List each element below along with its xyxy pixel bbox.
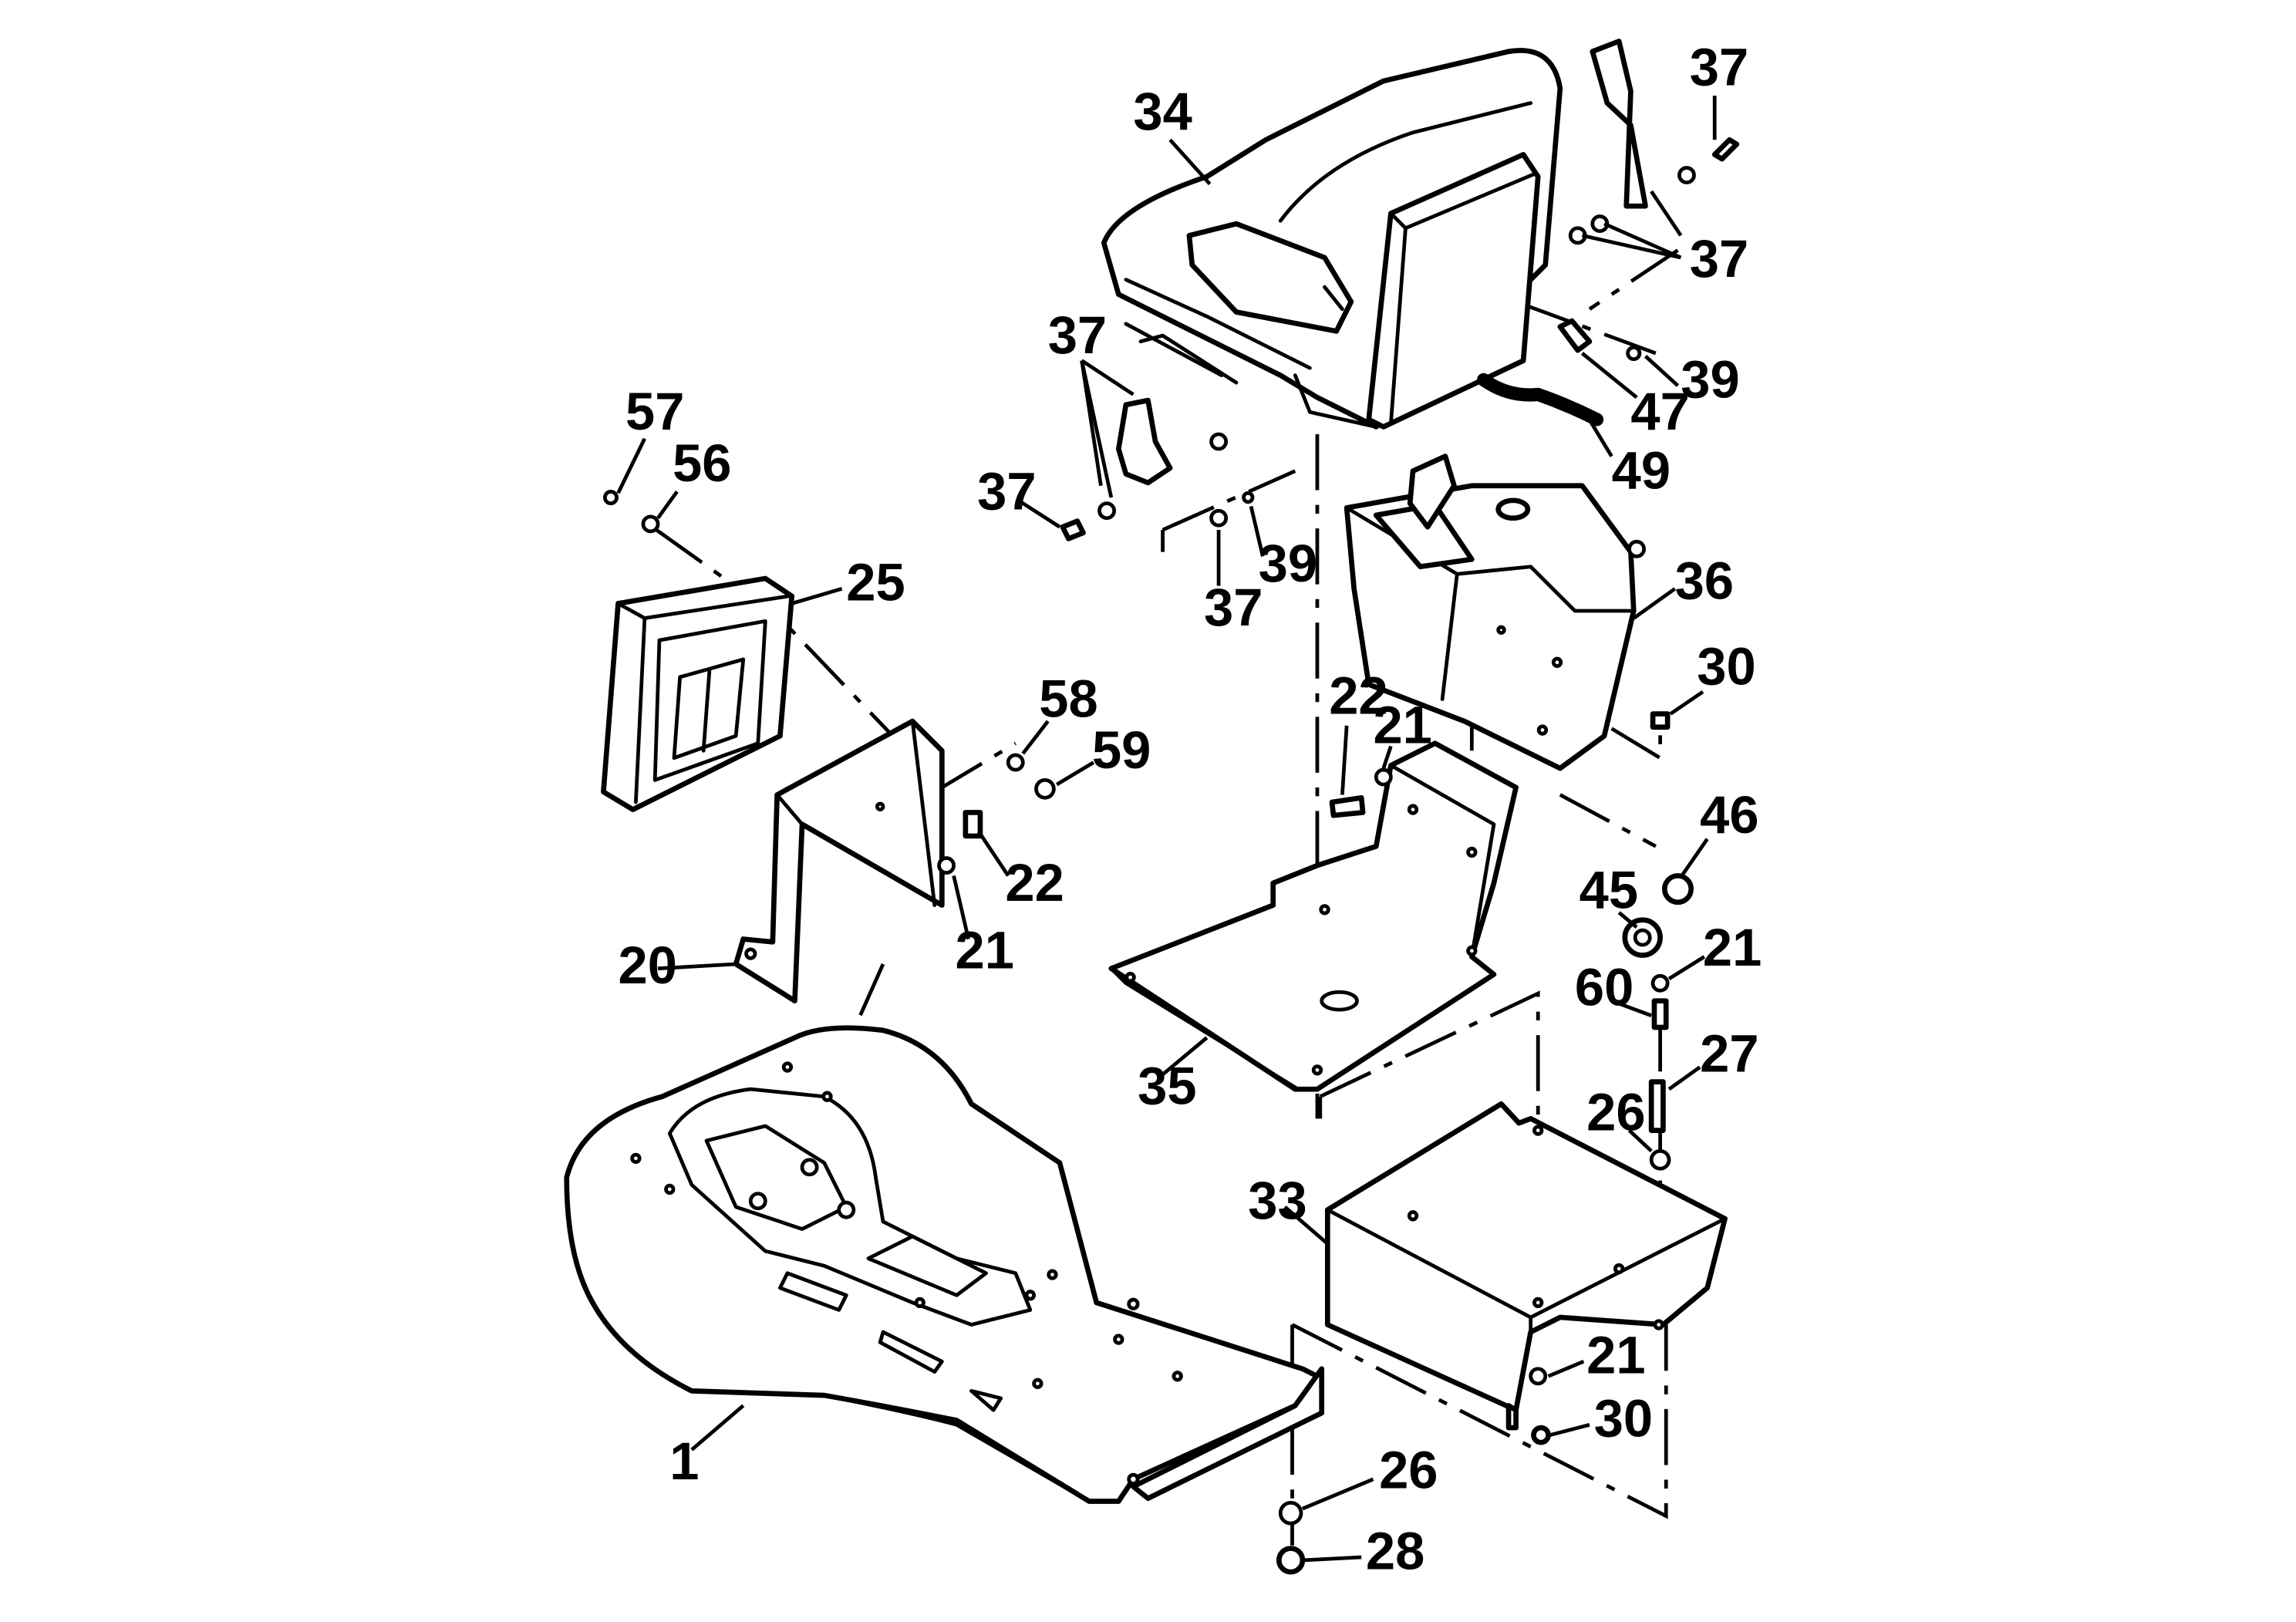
callout-56: 56 (673, 433, 731, 493)
callout-33: 33 (1248, 1171, 1306, 1230)
callout-21-right: 21 (1703, 918, 1762, 977)
part-35-seat-plate (1108, 740, 1519, 1092)
callout-30-lower: 30 (1594, 1389, 1653, 1448)
part-1-footplate (564, 1025, 1325, 1504)
callout-21-lower: 21 (1586, 1325, 1645, 1384)
callout-34: 34 (1133, 82, 1192, 141)
callout-labels: 34 37 37 39 47 49 37 37 37 39 57 56 25 3… (619, 38, 1762, 1581)
part-25-panel (601, 575, 795, 812)
callout-60: 60 (1575, 957, 1633, 1017)
callout-21-left: 21 (956, 921, 1014, 980)
callout-22-mid: 22 (1329, 666, 1387, 726)
leader-lines (616, 96, 1717, 1563)
callout-37-lower: 37 (1204, 578, 1263, 637)
hardware-items (602, 39, 1740, 1575)
callout-21-mid: 21 (1373, 696, 1431, 755)
callout-37-top: 37 (1690, 38, 1748, 97)
callout-1: 1 (669, 1431, 699, 1491)
callout-22-left: 22 (1005, 853, 1064, 912)
callout-27: 27 (1700, 1023, 1758, 1083)
callout-58: 58 (1039, 669, 1097, 728)
callout-20: 20 (619, 936, 677, 995)
part-34-seat (1101, 48, 1604, 430)
callout-28: 28 (1366, 1521, 1424, 1580)
callout-59: 59 (1092, 720, 1151, 780)
callout-45: 45 (1580, 860, 1638, 919)
callout-57: 57 (625, 382, 684, 441)
callout-30-upper: 30 (1697, 636, 1755, 696)
callout-37-left: 37 (977, 461, 1036, 521)
callout-35: 35 (1138, 1056, 1196, 1115)
callout-25: 25 (846, 553, 905, 612)
callout-47: 47 (1630, 382, 1689, 441)
part-33-mount-bracket (1324, 1101, 1728, 1413)
callout-26-upper: 26 (1586, 1083, 1645, 1142)
callout-37-right: 37 (1690, 229, 1748, 288)
callout-46: 46 (1700, 785, 1758, 845)
callout-26-lower: 26 (1379, 1440, 1438, 1499)
callout-36: 36 (1675, 551, 1734, 611)
callout-49: 49 (1612, 441, 1671, 501)
callout-39-left: 39 (1259, 534, 1317, 593)
callout-37-bracket: 37 (1048, 305, 1107, 365)
part-20-bracket (733, 718, 945, 1004)
part-36-console (1344, 454, 1646, 771)
callout-39-right: 39 (1681, 349, 1739, 409)
